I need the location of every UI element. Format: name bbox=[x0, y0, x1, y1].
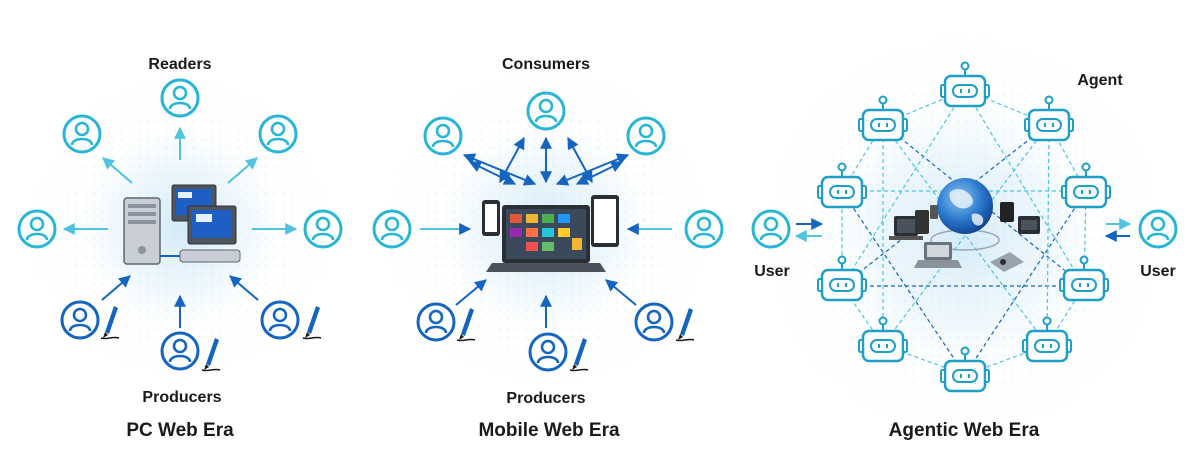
user-label-right: User bbox=[1140, 263, 1176, 280]
globe-icon bbox=[930, 178, 1000, 251]
person-icon bbox=[416, 302, 456, 342]
pc-web-era-panel bbox=[62, 78, 298, 328]
person-icon bbox=[160, 78, 200, 118]
agentic-web-era-caption: Agentic Web Era bbox=[889, 420, 1040, 441]
person-icon bbox=[634, 302, 674, 342]
consumers-label: Consumers bbox=[502, 56, 590, 73]
agentic-web-era-panel bbox=[751, 61, 1178, 393]
mobile-web-era-panel bbox=[420, 136, 672, 328]
user-label-left: User bbox=[754, 263, 790, 280]
person-icon bbox=[17, 209, 57, 249]
person-icon bbox=[62, 114, 102, 154]
person-icon bbox=[751, 209, 791, 249]
user-arrows bbox=[794, 218, 1132, 242]
person-icon bbox=[260, 300, 300, 340]
pc-arrows bbox=[62, 126, 298, 328]
agent-network bbox=[841, 89, 1087, 376]
device-icons bbox=[889, 202, 1040, 272]
computer-icon bbox=[123, 184, 241, 265]
person-icon bbox=[1138, 209, 1178, 249]
person-icon bbox=[303, 209, 343, 249]
producers-label-pc: Producers bbox=[142, 389, 221, 406]
readers-label: Readers bbox=[148, 56, 211, 73]
person-icon bbox=[60, 300, 100, 340]
person-icon bbox=[160, 331, 200, 371]
agent-label: Agent bbox=[1077, 72, 1123, 89]
producers-label-mobile: Producers bbox=[506, 390, 585, 407]
mobile-arrows bbox=[420, 136, 672, 328]
person-icon bbox=[372, 209, 412, 249]
person-icon bbox=[423, 116, 463, 156]
laptop-icon bbox=[482, 195, 619, 272]
mobile-web-era-caption: Mobile Web Era bbox=[478, 420, 620, 441]
person-icon bbox=[258, 114, 298, 154]
person-icon bbox=[626, 116, 666, 156]
person-icon bbox=[526, 91, 566, 131]
pc-web-era-caption: PC Web Era bbox=[126, 420, 234, 441]
pen-icon bbox=[302, 305, 322, 340]
person-icon bbox=[684, 209, 724, 249]
person-icon bbox=[528, 332, 568, 372]
